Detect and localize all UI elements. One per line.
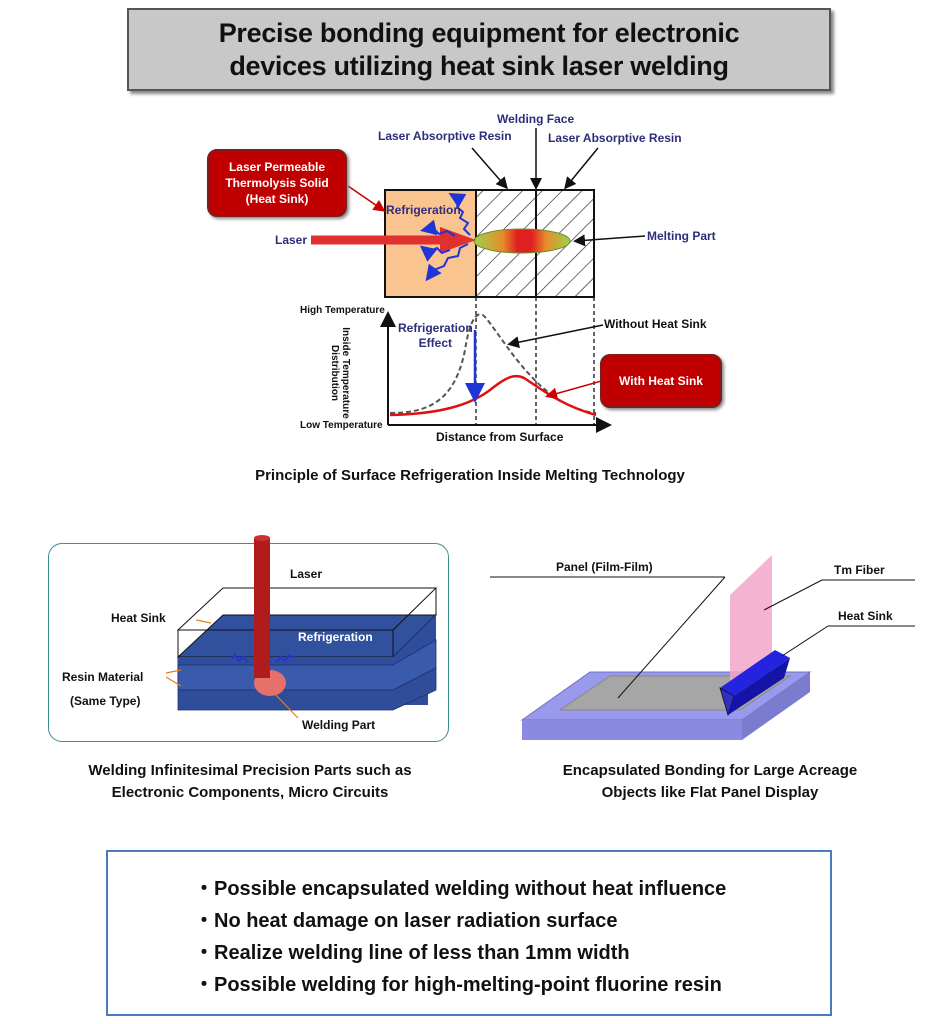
laser-absorptive-left-label: Laser Absorptive Resin <box>378 129 512 143</box>
laser-label: Laser <box>275 233 308 247</box>
heat-sink-callout-line-1: Laser Permeable <box>228 160 326 174</box>
left-figure-panel <box>48 543 449 742</box>
refrigeration-label: Refrigeration <box>386 203 461 217</box>
welding-part-label: Welding Part <box>302 718 376 732</box>
laser-beam <box>254 538 270 678</box>
right-figure-diagram <box>490 555 915 740</box>
right-figure-caption: Encapsulated Bonding for Large Acreage O… <box>500 760 920 804</box>
resin-material-label: Resin Material <box>62 670 144 684</box>
melting-part-label: Melting Part <box>647 229 716 243</box>
welding-face-label: Welding Face <box>497 112 575 126</box>
refrigeration-arrow-3 <box>420 219 456 237</box>
refrigeration-effect-line-1: Refrigeration <box>398 321 473 335</box>
feature-item: ・Possible encapsulated welding without h… <box>194 878 727 900</box>
left-caption-line-2: Electronic Components, Micro Circuits <box>111 784 389 801</box>
refrigeration-arrow-1 <box>448 193 471 236</box>
features-box: ・Possible encapsulated welding without h… <box>106 850 832 1016</box>
refrigeration-effect-label: Refrigeration Effect <box>398 321 473 351</box>
left-heat-sink-label: Heat Sink <box>111 611 166 625</box>
heat-sink-callout: Laser Permeable Thermolysis Solid (Heat … <box>207 149 347 217</box>
left-refrigeration-label: Refrigeration <box>298 630 373 644</box>
with-heat-sink-label: With Heat Sink <box>619 374 703 388</box>
high-temperature-label: High Temperature <box>300 305 385 316</box>
x-axis-label: Distance from Surface <box>436 430 564 444</box>
heat-sink-callout-line-3: (Heat Sink) <box>245 192 309 206</box>
refrigeration-arrow-2 <box>425 243 469 282</box>
title-line-1: Precise bonding equipment for electronic <box>218 17 740 48</box>
with-heat-sink-callout: With Heat Sink <box>600 354 722 408</box>
low-temperature-label: Low Temperature <box>300 420 383 431</box>
tm-fiber-label: Tm Fiber <box>834 563 885 577</box>
left-caption-line-1: Welding Infinitesimal Precision Parts su… <box>88 762 412 779</box>
left-figure-diagram <box>165 535 438 719</box>
principle-caption: Principle of Surface Refrigeration Insid… <box>255 467 685 484</box>
panel-label: Panel (Film-Film) <box>556 560 653 574</box>
refrigeration-arrow-4 <box>419 245 451 262</box>
right-caption-line-2: Objects like Flat Panel Display <box>601 784 819 801</box>
principle-diagram <box>311 128 646 433</box>
left-laser-label: Laser <box>290 567 323 581</box>
y-axis-line-1: Inside Temperature <box>340 327 351 419</box>
y-axis-label: Inside Temperature Distribution <box>329 323 351 423</box>
right-heat-sink-label: Heat Sink <box>838 609 893 623</box>
y-axis-line-2: Distribution <box>329 344 340 402</box>
right-caption-line-1: Encapsulated Bonding for Large Acreage <box>562 762 858 779</box>
heat-sink-prism <box>720 650 790 696</box>
left-figure-caption: Welding Infinitesimal Precision Parts su… <box>40 760 460 804</box>
feature-item: ・Possible welding for high-melting-point… <box>194 974 722 996</box>
laser-arrow <box>440 227 476 253</box>
title-box: Precise bonding equipment for electronic… <box>127 8 831 91</box>
feature-item: ・Realize welding line of less than 1mm w… <box>194 942 630 964</box>
without-heat-sink-label: Without Heat Sink <box>604 317 707 331</box>
same-type-label: (Same Type) <box>70 694 141 708</box>
refrigeration-effect-line-2: Effect <box>418 336 453 350</box>
title-line-2: devices utilizing heat sink laser weldin… <box>229 50 729 81</box>
melting-part-ellipse <box>473 228 571 254</box>
laser-absorptive-right-label: Laser Absorptive Resin <box>548 131 682 145</box>
feature-item: ・No heat damage on laser radiation surfa… <box>194 910 618 932</box>
curve-with-heat-sink <box>389 374 597 417</box>
heat-sink-callout-line-2: Thermolysis Solid <box>225 176 329 190</box>
